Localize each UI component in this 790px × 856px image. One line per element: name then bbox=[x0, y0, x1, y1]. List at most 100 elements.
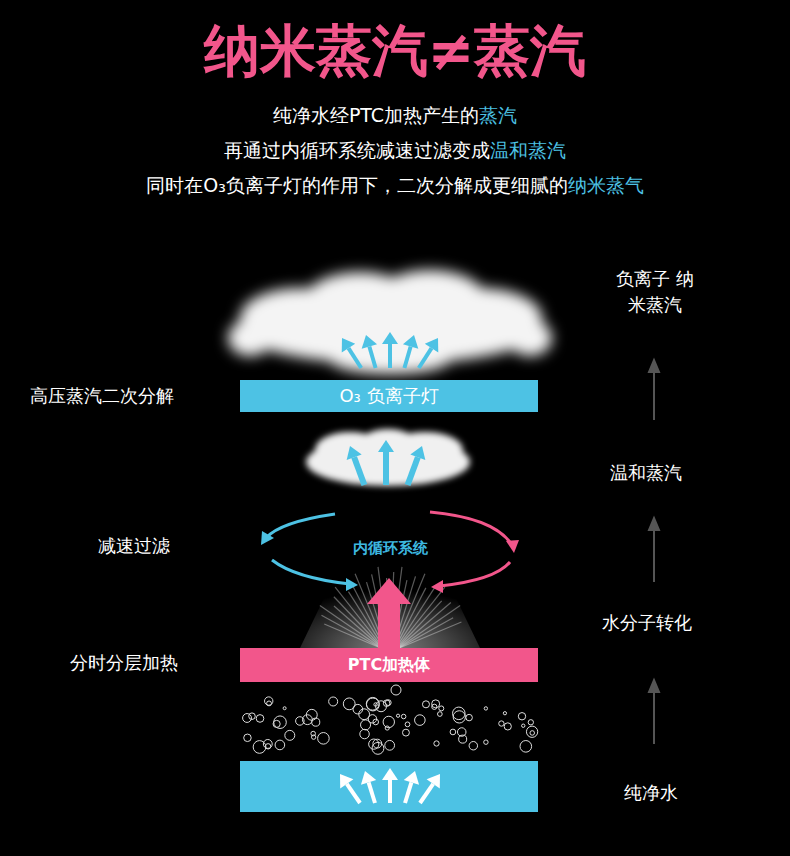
bubble bbox=[385, 740, 395, 750]
bubble bbox=[401, 714, 406, 719]
node-text: PTC加热体 bbox=[348, 655, 430, 676]
flow-arrow bbox=[404, 347, 410, 368]
pink-arc bbox=[440, 562, 510, 586]
arrow-head bbox=[506, 540, 519, 553]
subtitle-text: 同时在O₃负离子灯的作用下，二次分解成更细腻的 bbox=[146, 174, 568, 196]
bubble bbox=[353, 704, 363, 714]
circulation-loop: 内循环系统 bbox=[275, 518, 505, 578]
flow-arrow-head bbox=[403, 335, 418, 349]
flow-arrow bbox=[369, 347, 375, 368]
bubble bbox=[522, 724, 525, 727]
bubble bbox=[366, 697, 379, 710]
flow-arrow-head bbox=[382, 768, 398, 780]
flow-arrow bbox=[408, 457, 418, 485]
arrow-shaft bbox=[378, 604, 400, 648]
subtitle-highlight: 蒸汽 bbox=[479, 104, 517, 126]
subtitle-text: 再通过内循环系统减速过滤变成 bbox=[224, 139, 490, 161]
step-label: 分时分层加热 bbox=[70, 650, 178, 676]
steam-glow bbox=[300, 565, 480, 648]
flow-arrow-head bbox=[404, 771, 419, 785]
bubble bbox=[530, 731, 535, 736]
bubble bbox=[405, 722, 410, 727]
flow-arrow bbox=[420, 784, 433, 803]
flow-arrow bbox=[405, 782, 411, 803]
subtitle-line: 同时在O₃负离子灯的作用下，二次分解成更细腻的纳米蒸气 bbox=[0, 172, 790, 198]
stage-label: 纯净水 bbox=[624, 780, 678, 806]
lamp-band: O₃ 负离子灯 bbox=[240, 380, 538, 412]
arrow-head bbox=[367, 578, 411, 604]
node-text: 内循环系统 bbox=[353, 539, 428, 558]
bubble bbox=[273, 720, 280, 727]
ray bbox=[397, 601, 441, 648]
bubble bbox=[366, 698, 379, 711]
bubble bbox=[432, 700, 440, 708]
flow-arrow bbox=[383, 452, 389, 485]
subtitle-line: 纯净水经PTC加热产生的蒸汽 bbox=[0, 102, 790, 128]
bubble bbox=[466, 714, 473, 721]
bubble bbox=[437, 712, 442, 717]
title: 纳米蒸汽≠蒸汽 bbox=[0, 14, 790, 90]
arrow-head bbox=[346, 578, 358, 591]
bubble bbox=[312, 718, 320, 726]
flow-arrow-head bbox=[425, 338, 438, 352]
bubble bbox=[453, 711, 465, 723]
bubble bbox=[396, 714, 399, 717]
stage-label: 负离子 纳米蒸汽 bbox=[616, 266, 694, 318]
bubble bbox=[520, 741, 532, 753]
bubble bbox=[265, 744, 270, 749]
arrow-head bbox=[261, 531, 274, 545]
flow-arrow-head bbox=[378, 440, 394, 452]
flow-arrow-head bbox=[382, 332, 398, 344]
bubble bbox=[318, 733, 330, 745]
ray bbox=[398, 602, 451, 648]
ray bbox=[334, 606, 382, 648]
bubble bbox=[383, 700, 390, 707]
bubble bbox=[415, 715, 426, 726]
flow-connector bbox=[367, 578, 411, 648]
stage-label: 水分子转化 bbox=[602, 610, 692, 636]
bubble bbox=[274, 716, 287, 729]
bubble bbox=[360, 729, 369, 738]
bubble bbox=[439, 706, 444, 711]
top-cloud bbox=[228, 270, 552, 374]
heater-band: PTC加热体 bbox=[240, 648, 538, 682]
flow-arrow-head bbox=[340, 774, 353, 788]
node-text: O₃ 负离子灯 bbox=[339, 384, 438, 408]
bubble bbox=[256, 715, 264, 723]
pink-arc bbox=[430, 512, 512, 545]
bubble bbox=[311, 735, 315, 739]
subtitle-highlight: 温和蒸汽 bbox=[490, 139, 566, 161]
stage-label: 温和蒸汽 bbox=[610, 460, 682, 486]
flow-arrow bbox=[369, 782, 375, 803]
bubble bbox=[244, 734, 252, 742]
bubble bbox=[518, 713, 525, 720]
bubble bbox=[422, 701, 429, 708]
step-label: 减速过滤 bbox=[98, 533, 170, 559]
bubble bbox=[459, 735, 467, 743]
bubble bbox=[484, 707, 487, 710]
bubble bbox=[402, 729, 409, 736]
flow-arrow-head bbox=[427, 774, 440, 788]
flow-arrow bbox=[354, 457, 364, 485]
bubble bbox=[504, 723, 511, 730]
bubble bbox=[275, 740, 285, 750]
bubble bbox=[469, 742, 477, 750]
flow-arrow-head bbox=[362, 335, 377, 349]
bubble bbox=[253, 741, 266, 754]
steam-rays bbox=[320, 567, 462, 648]
flow-arrow-head bbox=[361, 771, 376, 785]
bubble bbox=[503, 712, 506, 715]
bubble bbox=[528, 720, 533, 725]
bubble bbox=[329, 697, 338, 706]
blue-arc bbox=[266, 514, 335, 538]
middle-cloud bbox=[306, 429, 470, 486]
bubble bbox=[265, 697, 273, 705]
bubble bbox=[450, 729, 456, 735]
bubble bbox=[434, 741, 439, 746]
bubble bbox=[526, 726, 537, 737]
bubble bbox=[484, 740, 488, 744]
water-bubbles bbox=[243, 685, 538, 754]
title-text: 纳米蒸汽≠蒸汽 bbox=[204, 18, 587, 83]
